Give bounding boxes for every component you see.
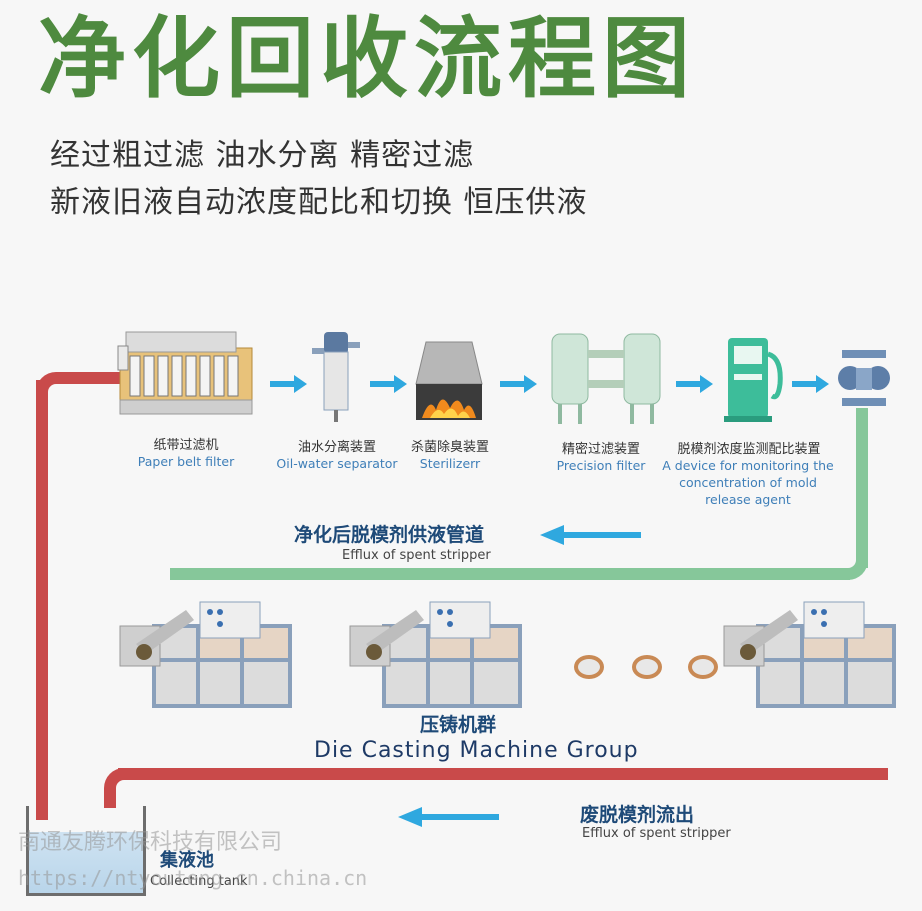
- return-pipe-label-cn: 废脱模剂流出: [580, 804, 695, 826]
- green-supply-pipe: [170, 568, 850, 580]
- paper-belt-filter-label-en: Paper belt filter: [137, 454, 235, 469]
- supply-pipe-label-cn: 净化后脱模剂供液管道: [294, 524, 485, 546]
- flow-arrow-icon: [676, 375, 713, 393]
- oil-water-separator-label-en: Oil-water separator: [276, 456, 398, 471]
- paper-belt-filter-icon: [117, 331, 253, 415]
- return-direction-arrow-icon: [398, 807, 499, 827]
- page-title: 净化回收流程图: [38, 7, 697, 110]
- diaphragm-pump-icon: [838, 350, 890, 406]
- machine-group-label-en: Die Casting Machine Group: [314, 738, 639, 763]
- collecting-tank-label-en: Collecting tank: [150, 874, 248, 889]
- red-bottom-pipe: [118, 768, 888, 780]
- ellipsis-dot-icon: [688, 655, 718, 679]
- die-casting-machine-icon: [723, 601, 896, 708]
- return-pipe-label-en: Efflux of spent stripper: [582, 826, 731, 841]
- paper-belt-filter-label-cn: 纸带过滤机: [153, 438, 219, 453]
- die-casting-machine-icon: [349, 601, 522, 708]
- machine-group-label-cn: 压铸机群: [420, 714, 497, 736]
- monitoring-device-icon: [724, 338, 783, 422]
- flow-arrow-icon: [792, 375, 829, 393]
- collecting-tank-label-cn: 集液池: [160, 850, 214, 871]
- ellipsis-dot-icon: [632, 655, 662, 679]
- die-casting-machine-icon: [119, 601, 292, 708]
- flow-arrow-icon: [370, 375, 407, 393]
- ellipsis-dot-icon: [574, 655, 604, 679]
- precision-filter-label-en: Precision filter: [556, 458, 646, 473]
- sterilizer-label-en: Sterilizerr: [419, 456, 481, 471]
- subtitle-line-2: 新液旧液自动浓度配比和切换 恒压供液: [50, 185, 588, 220]
- collecting-tank: [26, 806, 146, 896]
- supply-pipe-label-en: Efflux of spent stripper: [342, 548, 491, 563]
- watermark-company: 南通友腾环保科技有限公司: [18, 830, 283, 855]
- red-pipe-drop: [104, 788, 116, 808]
- flow-arrow-icon: [270, 375, 307, 393]
- sterilizer-icon: [415, 341, 483, 420]
- watermark-url: https://ntyouteng.cn.china.cn: [18, 866, 368, 890]
- oil-water-separator-icon: [312, 332, 360, 422]
- precision-filter-label-cn: 精密过滤装置: [561, 442, 640, 457]
- oil-water-separator-label-cn: 油水分离装置: [297, 440, 376, 455]
- subtitle-line-1: 经过粗过滤 油水分离 精密过滤: [50, 138, 475, 173]
- supply-direction-arrow-icon: [540, 525, 641, 545]
- flow-arrow-icon: [500, 375, 537, 393]
- monitoring-device-label-cn: 脱模剂浓度监测配比装置: [677, 442, 821, 457]
- red-pipe-corner-top: [36, 372, 58, 394]
- monitoring-device-label-en: A device for monitoring the concentratio…: [662, 458, 834, 507]
- red-return-pipe-vertical: [36, 380, 48, 820]
- sterilizer-label-cn: 杀菌除臭装置: [410, 440, 489, 455]
- precision-filter-icon: [551, 333, 661, 424]
- green-pipe-vertical: [856, 408, 868, 568]
- red-pipe-to-filter: [56, 372, 134, 384]
